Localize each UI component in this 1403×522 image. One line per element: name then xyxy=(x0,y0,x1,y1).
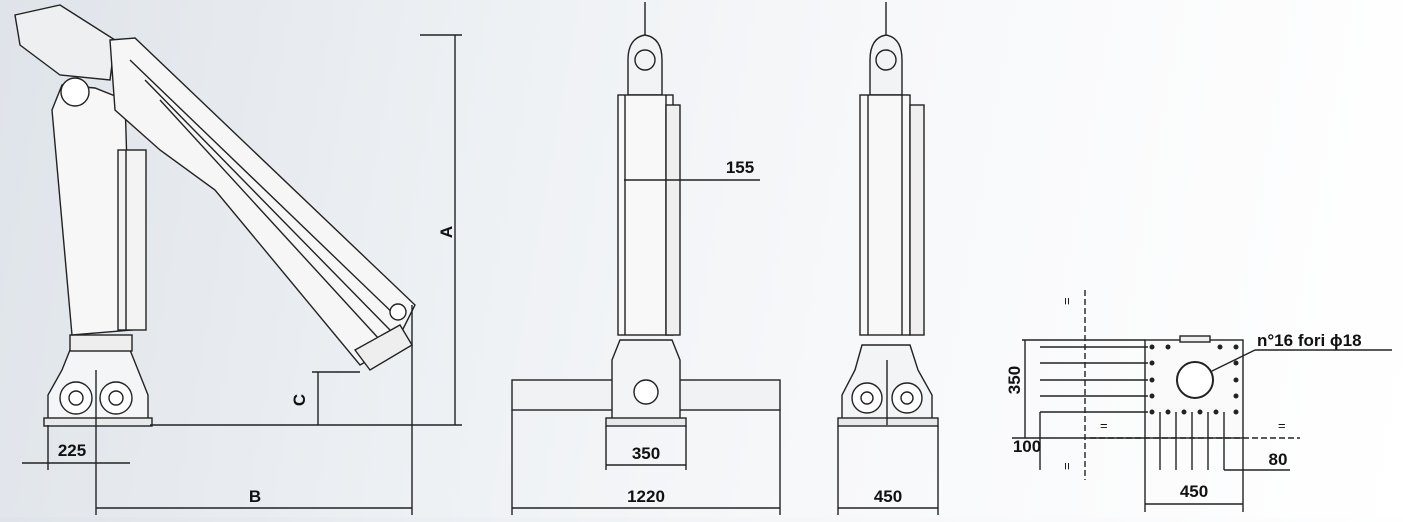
dim-plan-80-label: 80 xyxy=(1269,450,1288,469)
dim-A-label: A xyxy=(437,226,456,238)
side-rotor-left xyxy=(59,381,93,415)
side-lift-cylinder xyxy=(117,149,147,331)
center-hole xyxy=(1176,361,1214,399)
side-view: A C 225 B xyxy=(14,4,462,515)
bolt-holes xyxy=(1149,344,1239,415)
rear-rotor-right xyxy=(891,382,923,414)
rear-hook xyxy=(869,34,903,96)
hole-note-leader xyxy=(1209,349,1256,373)
dim-plan-100-label: 100 xyxy=(1013,437,1041,456)
front-view: 155 350 1220 xyxy=(511,2,781,515)
dim-225-label: 225 xyxy=(58,441,86,460)
side-base-plate xyxy=(43,417,153,427)
dim-plan-350-label: 350 xyxy=(1005,366,1024,394)
bottom-arrows xyxy=(1159,412,1225,470)
dim-C-label: C xyxy=(290,394,309,406)
side-outer-boom xyxy=(109,37,416,366)
equal-mark-bottom: = xyxy=(1059,462,1074,470)
hole-note: n°16 fori ϕ18 xyxy=(1257,331,1362,350)
dim-1220-label: 1220 xyxy=(627,487,665,506)
equal-mark-top: = xyxy=(1059,297,1074,305)
side-base-pedestal xyxy=(47,349,149,426)
dim-plan-450-label: 450 xyxy=(1180,482,1208,501)
rear-view: 450 xyxy=(837,2,939,515)
dim-front-350-label: 350 xyxy=(632,444,660,463)
dim-155-label: 155 xyxy=(726,158,754,177)
base-plan-view: n°16 fori ϕ18 350 100 = = = = xyxy=(1005,290,1392,512)
front-hook xyxy=(627,34,663,96)
side-rotor-right xyxy=(99,381,133,415)
left-arrows xyxy=(1040,346,1148,413)
front-column xyxy=(617,94,674,336)
dim-rear-450-label: 450 xyxy=(874,487,902,506)
dim-B-label: B xyxy=(249,487,261,506)
side-inner-boom xyxy=(14,4,116,81)
equal-mark-left: = xyxy=(1100,418,1108,433)
rear-rotor-left xyxy=(851,382,883,414)
equal-mark-right: = xyxy=(1278,418,1286,433)
